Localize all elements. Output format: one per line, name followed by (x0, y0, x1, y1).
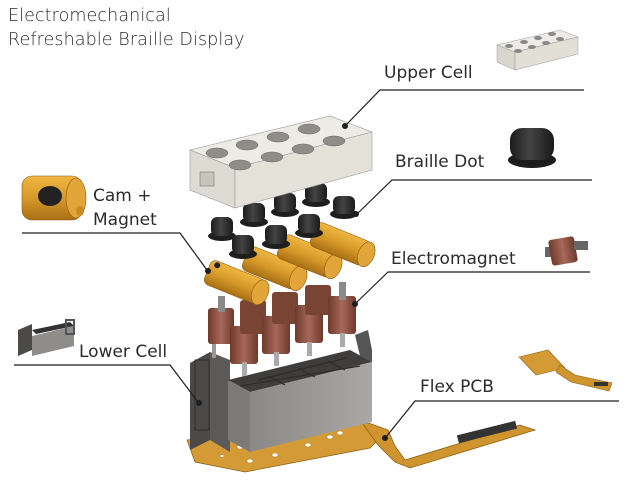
label-cam-magnet: Cam + Magnet (93, 184, 157, 232)
lower-cell-thumbnail (18, 319, 75, 356)
leader-dot-braille-dot (353, 211, 359, 217)
title-line-2: Refreshable Braille Display (8, 30, 245, 50)
electromagnet (328, 282, 356, 347)
cam-array (203, 222, 376, 306)
upper-cell-part (189, 115, 373, 209)
leader-lower-cell (14, 364, 199, 403)
electromagnet-thumbnail (545, 236, 588, 266)
electromagnet (272, 292, 298, 324)
leader-upper-cell (345, 89, 584, 126)
upper-cell-thumbnail (496, 29, 579, 71)
leader-braille-dot (356, 179, 592, 215)
label-braille-dot: Braille Dot (395, 152, 485, 172)
braille-dot (295, 214, 323, 238)
braille-dot (302, 183, 330, 207)
leader-electromagnet (355, 271, 590, 304)
electromagnet (208, 296, 234, 358)
label-lower-cell: Lower Cell (79, 342, 168, 362)
cam (241, 246, 308, 292)
leader-dot-electromagnet (352, 301, 358, 307)
braille-dot (229, 235, 257, 259)
label-cam-magnet-line-1: Cam + (93, 186, 152, 206)
braille-dot (330, 196, 358, 219)
braille-dot (271, 193, 299, 217)
leader-dot-cam-magnet (205, 268, 211, 274)
lower-cell-part (190, 330, 372, 452)
leader-dot-lower-cell (196, 400, 202, 406)
leader-cam-magnet (22, 232, 208, 271)
braille-dot-array (208, 183, 358, 259)
cam-magnet-thumbnail (21, 175, 87, 221)
braille-dot-thumbnail (508, 128, 556, 168)
label-electromagnet: Electromagnet (391, 249, 516, 269)
cam (203, 260, 270, 306)
electromagnet (305, 285, 331, 315)
leader-flex-pcb (385, 400, 619, 438)
braille-dot (208, 217, 236, 241)
leader-dot-upper-cell (342, 123, 348, 129)
label-upper-cell: Upper Cell (384, 63, 473, 83)
diagram-title: Electromechanical Refreshable Braille Di… (8, 4, 245, 52)
leader-dot-flex-pcb (382, 435, 388, 441)
braille-dot (240, 203, 268, 227)
title-line-1: Electromechanical (8, 6, 171, 26)
label-flex-pcb: Flex PCB (420, 377, 494, 397)
braille-dot (262, 225, 290, 249)
electromagnet (240, 300, 266, 334)
pcb-connector (456, 420, 518, 444)
leader-lines (14, 89, 619, 438)
flex-pcb-thumbnail (518, 349, 613, 392)
electromagnet-array (208, 282, 356, 376)
label-cam-magnet-line-2: Magnet (93, 210, 157, 230)
